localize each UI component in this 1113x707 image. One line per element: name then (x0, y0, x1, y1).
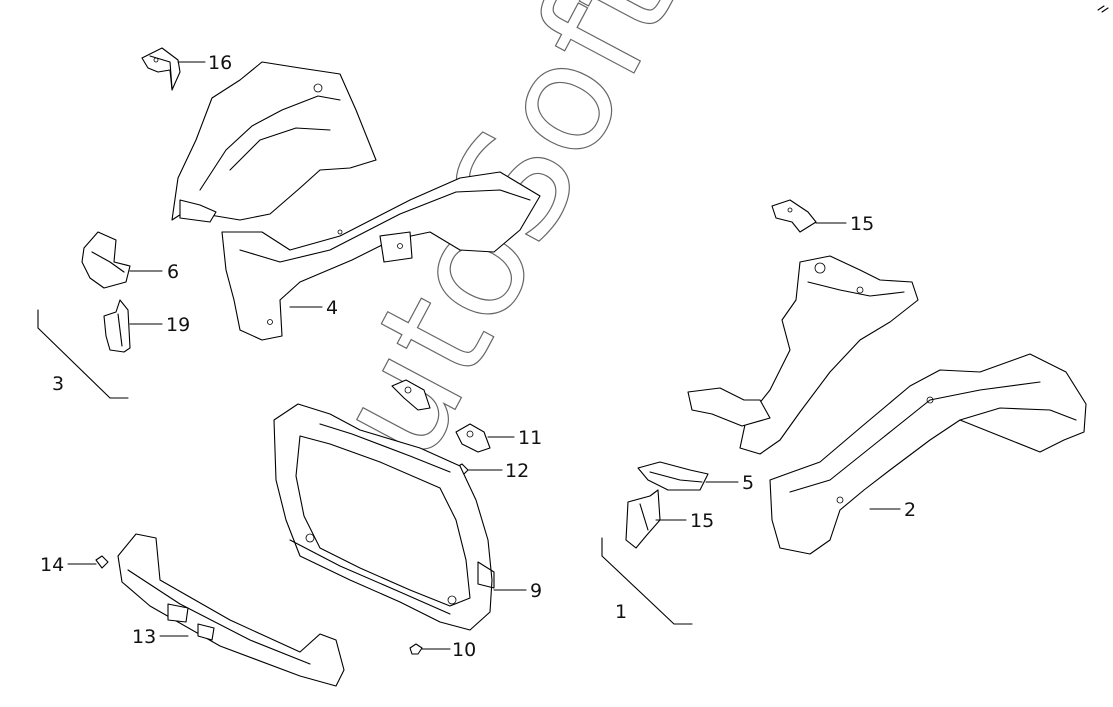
callout-16: 16 (208, 52, 232, 74)
part-15-lower-bracket (625, 489, 661, 549)
part-14-bolt (95, 555, 109, 569)
part-4-left-rail-assembly (171, 61, 541, 341)
callout-6: 6 (167, 261, 179, 283)
callout-3: 3 (52, 373, 64, 395)
callout-12: 12 (505, 460, 529, 482)
callout-1: 1 (615, 601, 627, 623)
group-bracket-1 (601, 537, 693, 625)
part-13-bumper-beam (117, 533, 345, 687)
callout-13: 13 (132, 626, 156, 648)
group-bracket-3 (37, 309, 129, 399)
part-6-bracket (81, 231, 131, 289)
callout-15-upper: 15 (850, 213, 874, 235)
part-9-radiator-support (273, 403, 495, 631)
callout-19: 19 (166, 314, 190, 336)
callout-4: 4 (326, 297, 338, 319)
callout-14: 14 (40, 554, 64, 576)
part-19-bracket (103, 299, 131, 353)
part-5-bracket (637, 461, 709, 491)
callout-9: 9 (530, 580, 542, 602)
callout-15-lower: 15 (690, 510, 714, 532)
part-2-right-rail-assembly (687, 255, 1087, 555)
callout-5: 5 (742, 472, 754, 494)
part-11-clip (391, 379, 491, 453)
callout-11: 11 (518, 427, 542, 449)
part-15-upper-bracket (771, 199, 817, 233)
callout-2: 2 (904, 499, 916, 521)
callout-10: 10 (452, 639, 476, 661)
corner-mark (1097, 5, 1109, 13)
part-10-bolt (409, 643, 423, 655)
part-16-bracket (141, 47, 181, 91)
